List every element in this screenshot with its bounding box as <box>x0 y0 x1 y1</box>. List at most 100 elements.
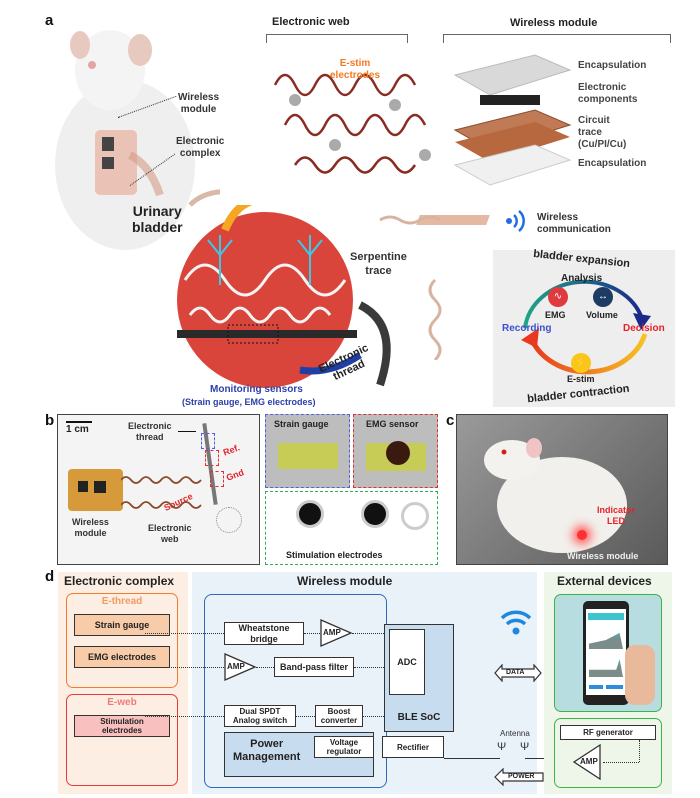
arrow-switch-to-stim <box>145 716 224 717</box>
hand <box>625 645 655 705</box>
cycle-recording: Recording <box>502 323 552 334</box>
gnd-marker <box>210 471 224 487</box>
smartphone-photo <box>554 594 662 712</box>
rf-generator-block: RF generator <box>560 725 656 740</box>
label-electronic-web-b: Electronic web <box>148 523 192 544</box>
arrow-ble-to-boost <box>363 716 384 717</box>
arrow-rf-down <box>639 740 640 762</box>
label-wireless-module-c: Wireless module <box>567 551 639 561</box>
volume-icon: ↔ <box>593 287 613 307</box>
data-label: DATA <box>506 669 525 676</box>
wireless-module-exploded <box>453 54 572 186</box>
label-indicator-led: Indicator LED <box>597 505 636 526</box>
label-estim-electrodes: E-stim electrodes <box>330 58 381 81</box>
cycle-bladder-expansion: bladder expansion <box>532 247 631 271</box>
gauge-patch <box>278 443 338 469</box>
serpentine-photo <box>121 476 202 509</box>
amp-triangle-external <box>573 744 601 780</box>
strain-gauge-block: Strain gauge <box>74 614 170 636</box>
layer-electronic-components: Electronic components <box>578 82 638 105</box>
phone-chart-1 <box>589 632 623 649</box>
stimulation-photo: Stimulation electrodes <box>265 491 438 565</box>
amp-triangle-2 <box>224 653 256 681</box>
boost-converter-block: Boost converter <box>315 705 363 727</box>
cycle-decision: Decision <box>623 323 665 334</box>
header-electronic-web: Electronic web <box>272 16 350 28</box>
external-devices-section: External devices RF generator AMP <box>544 572 672 794</box>
phone-button-2[interactable] <box>606 685 623 689</box>
bracket-wireless-module <box>443 34 671 43</box>
eweb-title: E-web <box>107 697 137 708</box>
eweb-group: E-web Stimulation electrodes <box>66 694 178 786</box>
emg-sensor-photo: EMG sensor <box>353 414 438 488</box>
ble-soc-label: BLE SoC <box>397 712 441 723</box>
dual-spdt-switch-block: Dual SPDT Analog switch <box>224 705 296 727</box>
emg-patch <box>366 441 426 471</box>
adc-block: ADC <box>389 629 425 695</box>
ethread-group: E-thread Strain gauge EMG electrodes <box>66 593 178 688</box>
serpentine-trace-illustration <box>379 215 442 360</box>
label-wireless-module-b: Wireless module <box>72 517 109 538</box>
bandpass-filter-block: Band-pass filter <box>274 657 354 677</box>
header-wireless-module: Wireless module <box>510 17 598 29</box>
external-devices-title: External devices <box>557 574 652 588</box>
wireless-signal-icon <box>506 210 525 232</box>
wire-rectifier-antenna <box>444 758 500 759</box>
arrow-thread-b <box>178 431 196 432</box>
arrow-rf-to-amp <box>603 762 639 763</box>
cycle-arrows <box>521 279 651 375</box>
rat-shape <box>484 438 627 553</box>
electronic-web-illustration <box>273 73 431 174</box>
arrow-amp-to-filter <box>256 667 274 668</box>
estim-lightning-icon: ⚡ <box>571 353 591 373</box>
phone-button-1[interactable] <box>589 685 603 689</box>
arrow-amp-to-adc <box>352 633 384 634</box>
stim-electrode-1 <box>296 500 324 528</box>
app-header <box>588 613 624 620</box>
cycle-estim: E-stim <box>567 374 595 384</box>
label-wireless-communication: Wireless communication <box>537 212 611 235</box>
strain-gauge-photo: Strain gauge <box>265 414 350 488</box>
panel-d-letter: d <box>45 568 55 585</box>
cycle-analysis: Analysis <box>561 273 603 284</box>
wifi-icon <box>500 610 532 635</box>
antenna-label: Antenna <box>500 729 530 738</box>
voltage-regulator-block: Voltage regulator <box>314 736 374 758</box>
bracket-electronic-web <box>266 34 408 43</box>
amp-triangle-1 <box>320 619 352 647</box>
panel-c-letter: c <box>446 412 455 429</box>
label-wireless-module: Wireless module <box>178 92 220 115</box>
amp-label-external: AMP <box>580 757 598 766</box>
label-ref: Ref. <box>221 442 242 458</box>
electronic-complex-section: Electronic complex E-thread Strain gauge… <box>58 572 188 794</box>
smartphone <box>583 601 629 705</box>
wireless-module-photo <box>68 469 123 511</box>
stimulation-electrodes-block: Stimulation electrodes <box>74 715 170 737</box>
label-gnd: Gnd <box>224 467 246 483</box>
amp-label-2: AMP <box>227 662 245 671</box>
label-stimulation-electrodes: Stimulation electrodes <box>286 550 383 560</box>
label-monitoring-sub: (Strain gauge, EMG electrodes) <box>182 397 316 407</box>
antenna-icon-right: Ψ <box>520 741 530 753</box>
rectifier-block: Rectifier <box>382 736 444 758</box>
chip <box>94 481 106 493</box>
layer-encapsulation-bottom: Encapsulation <box>578 158 647 169</box>
chip <box>78 481 88 492</box>
power-management-label: Power Management <box>233 738 301 763</box>
amp-label-1: AMP <box>323 628 341 637</box>
power-arrow <box>494 768 544 786</box>
ethread-title: E-thread <box>101 596 143 607</box>
power-label: POWER <box>508 773 535 780</box>
rat-illustration <box>55 30 220 250</box>
stim-electrode-2 <box>361 500 389 528</box>
phone-screen <box>586 609 626 695</box>
arrow-boost-to-switch <box>296 716 315 717</box>
ble-soc-block: ADC BLE SoC <box>384 624 454 732</box>
arrow-emg-to-amp <box>145 667 224 668</box>
layer-circuit-trace: Circuit trace (Cu/PI/Cu) <box>578 115 627 150</box>
panel-a-letter: a <box>45 12 54 29</box>
label-strain-gauge: Strain gauge <box>274 419 329 429</box>
layer-encapsulation-top: Encapsulation <box>578 60 647 71</box>
rf-group: RF generator AMP <box>554 718 662 788</box>
scale-bar <box>66 421 92 423</box>
